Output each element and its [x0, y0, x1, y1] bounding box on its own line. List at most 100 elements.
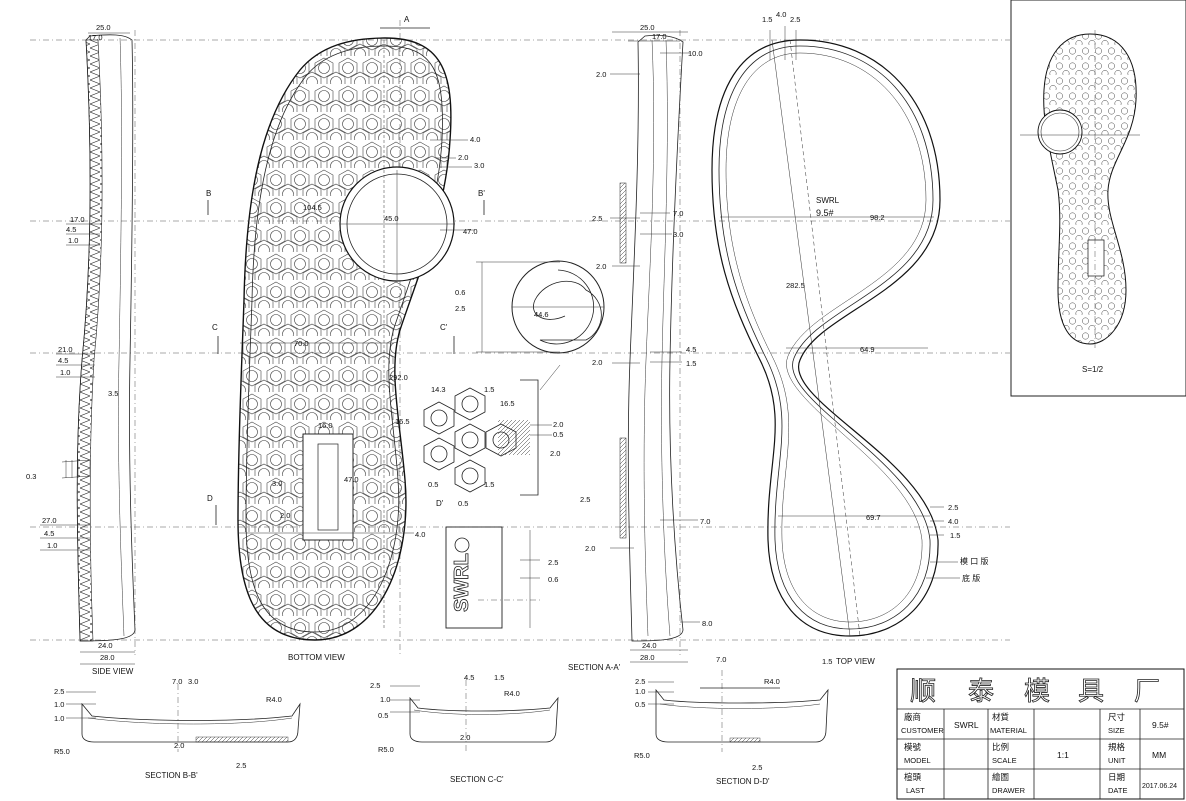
cc-dim-g: 2.0 — [460, 733, 470, 742]
section-aa-outline — [627, 34, 684, 642]
logo-detail: SWRL 2.5 0.6 — [445, 526, 558, 629]
company-char-3: 模 — [1024, 677, 1052, 706]
dd-dim-f: R5.0 — [634, 751, 650, 760]
logo-dim-b: 0.6 — [548, 575, 558, 584]
tb-unit-en: UNIT — [1108, 756, 1126, 765]
hex-dim-d: 16.5 — [500, 399, 515, 408]
side-dim-rib: 0.3 — [26, 472, 36, 481]
tb-date-en: DATE — [1108, 786, 1127, 795]
side-dim-45a: 4.5 — [66, 225, 76, 234]
dd-dim-b: 1.0 — [635, 687, 645, 696]
top-note-2: 底 版 — [962, 573, 980, 583]
side-dim-27: 27.0 — [42, 516, 57, 525]
top-dim-length: 282.5 — [786, 281, 805, 290]
marker-b-prime: B' — [478, 189, 485, 198]
cc-dim-r: R4.0 — [504, 689, 520, 698]
bottom-dim-pivot-r: 104.5 — [303, 203, 322, 212]
tb-date-value: 2017.06.24 — [1142, 783, 1177, 790]
section-dd-outline — [655, 688, 829, 743]
top-dim-b15: 1.5 — [822, 657, 832, 666]
hex-dim-j: 0.5 — [458, 499, 468, 508]
top-view-label: TOP VIEW — [836, 657, 875, 666]
bottom-dim-heel-gap: 2.0 — [280, 511, 290, 520]
hex-dim-a: 14.3 — [431, 385, 446, 394]
cc-dim-f: R5.0 — [378, 745, 394, 754]
inset-panel: S=1/2 — [1010, 0, 1186, 397]
marker-c-prime: C' — [440, 323, 448, 332]
hex-dim-g: 2.0 — [550, 449, 560, 458]
aa-dim-25: 25.0 — [640, 23, 655, 32]
inset-scale: S=1/2 — [1082, 365, 1104, 374]
section-dd-label: SECTION D-D' — [716, 777, 770, 786]
tb-drawer-en: DRAWER — [992, 786, 1026, 795]
top-size: 9.5# — [816, 208, 834, 218]
top-dim-waist: 64.9 — [860, 345, 875, 354]
bb-dim-g: 2.0 — [174, 741, 184, 750]
tb-material-en: MATERIAL — [990, 726, 1027, 735]
bb-dim-r: R4.0 — [266, 695, 282, 704]
section-dd-view: 2.5 1.0 0.5 7.0 R4.0 R5.0 2.5 SECTION D-… — [634, 655, 829, 786]
aa-dim-20b: 2.0 — [596, 262, 606, 271]
dd-dim-g: 2.5 — [752, 763, 762, 772]
aa-dim-24: 24.0 — [642, 641, 657, 650]
aa-dim-70b: 7.0 — [700, 517, 710, 526]
top-dim-r25: 2.5 — [948, 503, 958, 512]
section-bb-label: SECTION B-B' — [145, 771, 198, 780]
aa-dim-25b: 2.5 — [592, 214, 602, 223]
bottom-dim-length: 292.0 — [389, 373, 408, 382]
hex-dim-f: 0.5 — [553, 430, 563, 439]
side-dim-10a: 1.0 — [68, 236, 78, 245]
top-dim-t40: 4.0 — [776, 10, 786, 19]
top-dim-t25: 2.5 — [790, 15, 800, 24]
tb-date-zh: 日期 — [1108, 772, 1125, 782]
section-aa-label: SECTION A-A' — [568, 663, 621, 672]
side-dim-10c: 1.0 — [47, 541, 57, 550]
aa-dim-20c: 2.0 — [592, 358, 602, 367]
aa-dim-45: 4.5 — [686, 345, 696, 354]
side-dim-45c: 4.5 — [44, 529, 54, 538]
side-dim-24: 24.0 — [98, 641, 113, 650]
tb-last-zh: 楦頭 — [904, 772, 922, 782]
cc-dim-b: 1.0 — [380, 695, 390, 704]
side-dim-45b: 4.5 — [58, 356, 68, 365]
aa-dim-10: 10.0 — [688, 49, 703, 58]
bottom-dim-heel-edge: 4.0 — [415, 530, 425, 539]
aa-dim-70a: 7.0 — [673, 209, 683, 218]
bb-dim-h: 2.5 — [236, 761, 246, 770]
side-dim-28: 28.0 — [100, 653, 115, 662]
logo-plate — [445, 526, 503, 629]
bb-dim-d: 7.0 — [172, 677, 182, 686]
bottom-dim-waist: 70.0 — [294, 339, 309, 348]
hex-dim-b: 1.5 — [484, 385, 494, 394]
tb-size-value: 9.5# — [1152, 720, 1169, 730]
side-dim-toe-top: 25.0 — [96, 23, 111, 32]
title-block: 顺 泰 模 具 厂 廠商 CUSTOMER SWRL 材質 MATERIAL 尺… — [896, 668, 1185, 800]
bottom-view: 104.5 45.0 47.0 4.0 2.0 3.0 70.0 292.0 1… — [206, 15, 485, 662]
marker-a: A — [404, 15, 410, 24]
tb-scale-zh: 比例 — [992, 742, 1009, 752]
cc-dim-c: 0.5 — [378, 711, 388, 720]
side-view: 25.0 17.0 17.0 4.5 1.0 21.0 4.5 1.0 3.5 … — [26, 23, 136, 676]
dd-dim-d: 7.0 — [716, 655, 726, 664]
side-dim-21: 21.0 — [58, 345, 73, 354]
heel-pad — [302, 433, 354, 541]
aa-dim-28: 28.0 — [640, 653, 655, 662]
logo-dim-a: 2.5 — [548, 558, 558, 567]
spiral-dim-b: 2.5 — [455, 304, 465, 313]
tb-size-en: SIZE — [1108, 726, 1125, 735]
bottom-dim-47a: 47.0 — [463, 227, 478, 236]
bb-dim-b: 1.0 — [54, 700, 64, 709]
aa-dim-15: 1.5 — [686, 359, 696, 368]
aa-dim-20d: 2.0 — [585, 544, 595, 553]
top-dim-heel: 69.7 — [866, 513, 881, 522]
section-bb-view: 2.5 1.0 1.0 7.0 3.0 R4.0 R5.0 2.0 2.5 SE… — [54, 677, 301, 780]
bb-dim-a: 2.5 — [54, 687, 64, 696]
tb-size-zh: 尺寸 — [1108, 712, 1126, 722]
marker-d-prime: D' — [436, 499, 444, 508]
company-char-5: 厂 — [1134, 677, 1162, 706]
top-dim-t15: 1.5 — [762, 15, 772, 24]
bottom-dim-heel-47: 47.0 — [344, 475, 359, 484]
tb-customer-zh: 廠商 — [904, 712, 921, 722]
marker-d: D — [207, 494, 213, 503]
tb-material-zh: 材質 — [992, 712, 1010, 722]
